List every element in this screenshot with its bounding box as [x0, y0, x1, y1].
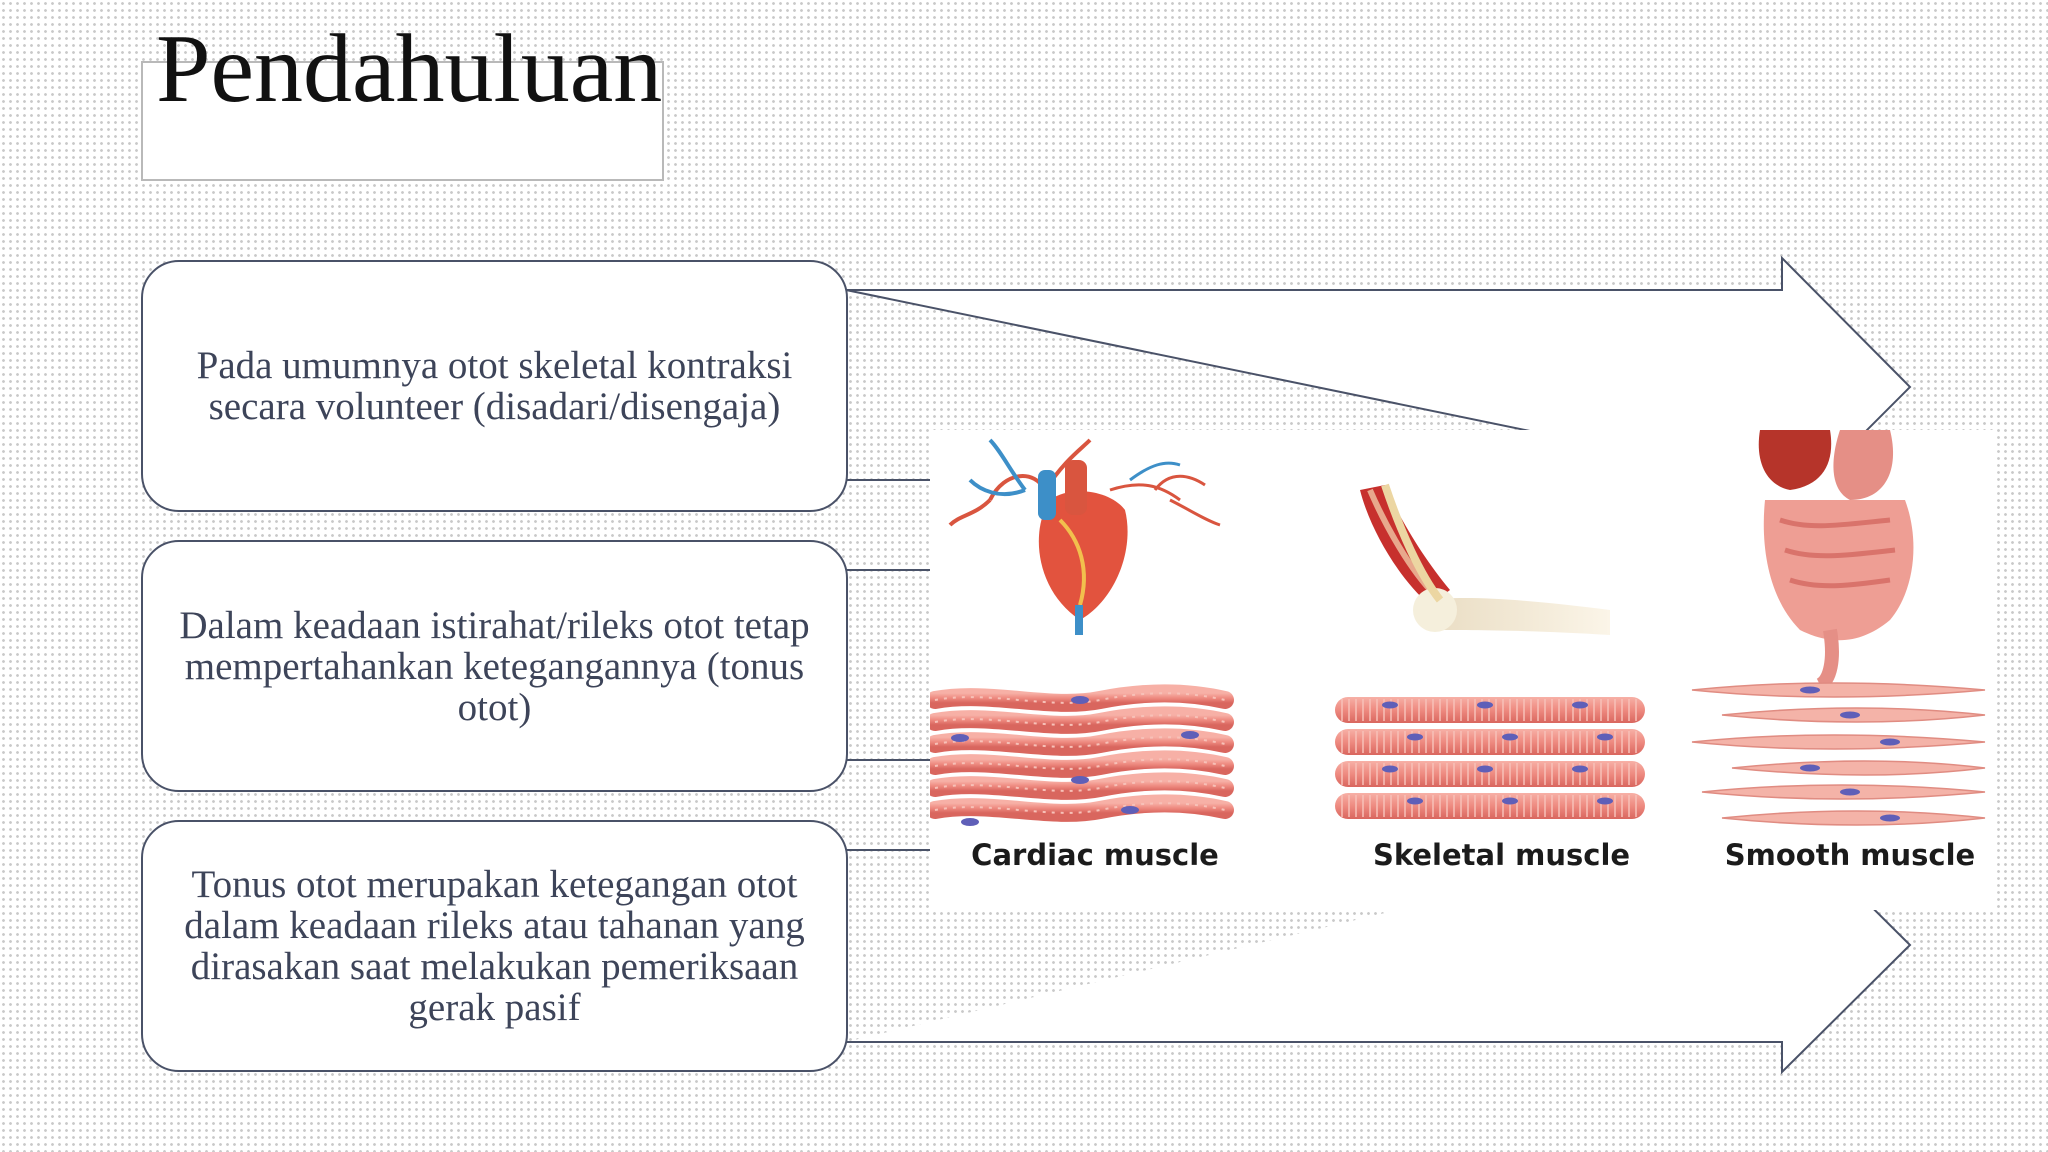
cardiac-fiber: [930, 706, 1234, 734]
skeletal-fibers: [1335, 697, 1645, 819]
page-title: Pendahuluan: [156, 15, 663, 123]
cell-nucleus: [1502, 797, 1518, 805]
info-card-text: Dalam keadaan istirahat/rileks otot teta…: [179, 603, 810, 729]
smooth-fibers: [1691, 682, 1986, 826]
cell-nucleus: [1572, 765, 1588, 773]
arm-icon: [1360, 483, 1610, 635]
smooth-muscle-cell: [1731, 760, 1986, 776]
muscle-illustration: [930, 430, 1986, 826]
label-smooth-muscle: Smooth muscle: [1724, 838, 1976, 872]
cardiac-fibers: [930, 684, 1234, 826]
cardiac-striation: [934, 758, 1226, 770]
label-skeletal-muscle: Skeletal muscle: [1373, 838, 1631, 872]
cell-nucleus: [1597, 733, 1613, 741]
skeletal-fiber: [1335, 793, 1645, 819]
smooth-muscle-cell: [1721, 810, 1986, 826]
cell-nucleus: [1181, 731, 1199, 739]
cardiac-striation: [934, 692, 1226, 704]
cardiac-striation: [934, 714, 1226, 726]
cardiac-fiber: [930, 750, 1234, 778]
smooth-muscle-cell: [1691, 682, 1986, 698]
cell-nucleus: [961, 818, 979, 826]
cell-nucleus: [1477, 701, 1493, 709]
cell-nucleus: [1121, 806, 1139, 814]
muscle-types-figure: Cardiac muscle Skeletal muscle Smooth mu…: [930, 430, 1992, 910]
info-card-text: Pada umumnya otot skeletal kontraksi sec…: [196, 344, 793, 428]
intestine-icon: [1758, 430, 1914, 692]
cell-nucleus: [1502, 733, 1518, 741]
cell-nucleus: [1880, 814, 1900, 822]
cell-nucleus: [1071, 776, 1089, 784]
cardiac-fiber: [930, 794, 1234, 822]
cell-nucleus: [1800, 686, 1820, 694]
cardiac-striation: [934, 802, 1226, 814]
info-card-voluntary: Pada umumnya otot skeletal kontraksi sec…: [141, 260, 848, 512]
cell-nucleus: [951, 734, 969, 742]
cell-nucleus: [1407, 797, 1423, 805]
cell-nucleus: [1572, 701, 1588, 709]
cell-nucleus: [1800, 764, 1820, 772]
cell-nucleus: [1597, 797, 1613, 805]
info-card-definition: Tonus otot merupakan ketegangan otot dal…: [141, 820, 848, 1072]
cell-nucleus: [1840, 711, 1860, 719]
label-cardiac-muscle: Cardiac muscle: [971, 838, 1219, 872]
info-card-tonus: Dalam keadaan istirahat/rileks otot teta…: [141, 540, 848, 792]
cell-nucleus: [1382, 701, 1398, 709]
cell-nucleus: [1880, 738, 1900, 746]
smooth-muscle-cell: [1691, 734, 1986, 750]
cell-nucleus: [1477, 765, 1493, 773]
cell-nucleus: [1407, 733, 1423, 741]
cell-nucleus: [1840, 788, 1860, 796]
cardiac-fiber: [930, 728, 1234, 756]
skeletal-fiber: [1335, 697, 1645, 723]
skeletal-fiber: [1335, 761, 1645, 787]
title-frame: [141, 61, 664, 181]
cell-nucleus: [1382, 765, 1398, 773]
skeletal-fiber: [1335, 729, 1645, 755]
heart-icon: [948, 438, 1221, 635]
cardiac-striation: [934, 780, 1226, 792]
cell-nucleus: [1071, 696, 1089, 704]
info-card-text: Tonus otot merupakan ketegangan otot dal…: [184, 863, 805, 1029]
